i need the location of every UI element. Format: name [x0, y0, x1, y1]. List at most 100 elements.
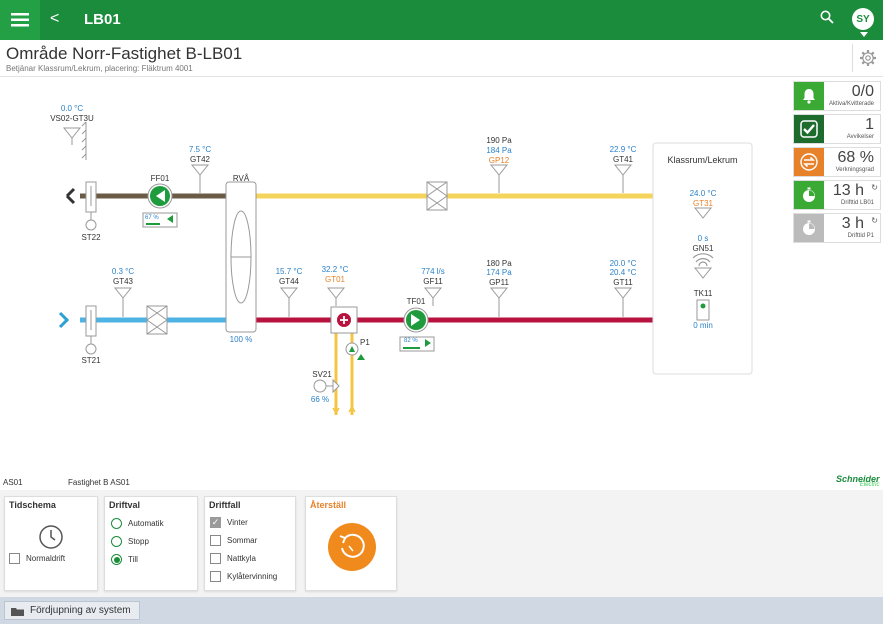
menu-icon [11, 13, 29, 27]
pump-p1 [345, 342, 365, 360]
gf11-flow: 774 l/s [421, 267, 445, 276]
gt42-temp: 7.5 °C [188, 145, 212, 154]
p1-label: P1 [360, 338, 370, 347]
page-subtitle: Betjänar Klassrum/Lekrum, placering: Flä… [6, 64, 193, 73]
tk11-label: TK11 [693, 289, 713, 298]
clock-icon[interactable] [38, 524, 64, 550]
gt44-temp: 15.7 °C [275, 267, 303, 276]
refresh-icon[interactable]: ↻ [871, 183, 878, 192]
gt01-label: GT01 [324, 275, 345, 284]
stat-deviations[interactable]: 1 Avvikelser [793, 114, 881, 144]
tk11-value: 0 min [693, 321, 713, 330]
sv21-value: 66 % [310, 395, 330, 404]
gt11-temp: 20.4 °C [609, 268, 637, 277]
exchange-icon [794, 148, 824, 176]
radio-icon [111, 536, 122, 547]
stat-runtime-p1[interactable]: 3 h ↻ Drifttid P1 [793, 213, 881, 243]
driftfall-title: Driftfall [209, 500, 241, 510]
gt31-label: GT31 [692, 199, 713, 208]
gt44-label: GT44 [278, 277, 299, 286]
driftval-automatik-radio[interactable]: Automatik [111, 518, 164, 529]
gn51-value: 0 s [697, 234, 709, 243]
gp11-value: 174 Pa [486, 268, 512, 277]
gt41-label: GT41 [612, 155, 633, 164]
driftfall-nattkyla-checkbox[interactable]: Nattkyla [210, 553, 256, 564]
intake-arrow-icon [58, 311, 70, 329]
checkmark-icon: ✓ [210, 517, 221, 528]
stat-efficiency[interactable]: 68 % Verkningsgrad [793, 147, 881, 177]
filter-extract [426, 181, 448, 211]
gt42-label: GT42 [189, 155, 210, 164]
damper-st22 [85, 181, 97, 231]
gt43-label: GT43 [112, 277, 133, 286]
settings-button[interactable] [852, 44, 883, 72]
back-button[interactable]: < [50, 10, 60, 27]
gp12-setpoint: 190 Pa [486, 136, 512, 145]
top-title: LB01 [84, 11, 121, 28]
rva-efficiency: 100 % [229, 335, 253, 344]
header-divider [0, 76, 883, 77]
gf11-label: GF11 [423, 277, 443, 286]
gp12-label: GP12 [488, 156, 510, 165]
gp12-value: 184 Pa [486, 146, 512, 155]
gt11-label: GT11 [613, 278, 633, 287]
reset-button[interactable] [327, 522, 377, 572]
fan-tf01 [403, 307, 429, 333]
driftfall-sommar-checkbox[interactable]: Sommar [210, 535, 257, 546]
gp11-setpoint: 180 Pa [486, 259, 512, 268]
driftfall-vinter-checkbox[interactable]: ✓Vinter [210, 517, 248, 528]
speed-indicator-tf01 [399, 336, 435, 352]
driftval-stopp-radio[interactable]: Stopp [111, 536, 149, 547]
fan-ff01 [147, 183, 173, 209]
driftfall-kylatervinning-checkbox[interactable]: Kylåtervinning [210, 571, 277, 582]
filter-supply [146, 305, 168, 335]
gt41-temp: 22.9 °C [609, 145, 637, 154]
card-driftfall: Driftfall ✓Vinter Sommar Nattkyla Kylåte… [204, 496, 296, 591]
valve-sv21 [313, 378, 340, 394]
top-bar [0, 0, 883, 40]
checkbox-icon [210, 535, 221, 546]
exhaust-arrow-icon [65, 187, 76, 205]
vs02-temp: 0.0 °C [60, 104, 84, 113]
radio-selected-icon [111, 554, 122, 565]
bottom-bar [0, 597, 883, 624]
gp11-label: GP11 [489, 278, 509, 287]
card-aterstall: Återställ [305, 496, 397, 591]
check-icon [794, 115, 824, 143]
aterstall-title: Återställ [310, 500, 347, 510]
wifi-icon [692, 253, 714, 267]
normaldrift-checkbox[interactable]: Normaldrift [9, 553, 65, 564]
timer-icon [794, 214, 824, 242]
checkbox-icon [9, 553, 20, 564]
reset-icon [339, 533, 365, 558]
vs02-label: VS02-GT3U [50, 114, 94, 123]
user-avatar[interactable]: SY [852, 8, 874, 30]
gt11-setpoint: 20.0 °C [609, 259, 637, 268]
driftval-title: Driftval [109, 500, 141, 510]
tf01-speed: 82 % [404, 338, 418, 344]
page-title: Område Norr-Fastighet B-LB01 [6, 44, 243, 63]
search-button[interactable] [820, 10, 834, 29]
checkbox-icon [210, 553, 221, 564]
sv21-label: SV21 [312, 370, 332, 379]
ff01-speed: 67 % [145, 215, 159, 221]
timer-icon [794, 181, 824, 209]
system-details-button[interactable]: Fördjupning av system [4, 601, 140, 620]
stat-runtime-lb01[interactable]: 13 h ↻ Drifttid LB01 [793, 180, 881, 210]
controller-id: AS01 [3, 478, 23, 487]
checkbox-icon [210, 571, 221, 582]
ff01-label: FF01 [150, 174, 170, 183]
refresh-icon[interactable]: ↻ [871, 216, 878, 225]
tf01-label: TF01 [406, 297, 426, 306]
stat-alarms[interactable]: 0/0 Aktiva/Kvitterade [793, 81, 881, 111]
gt31-temp: 24.0 °C [689, 189, 717, 198]
rva-label: RVÅ [232, 174, 250, 183]
card-driftval: Driftval Automatik Stopp Till [104, 496, 198, 591]
bell-icon [794, 82, 824, 110]
chevron-down-icon [860, 32, 868, 37]
hamburger-menu-button[interactable] [0, 0, 40, 40]
gn51-label: GN51 [692, 244, 714, 253]
driftval-till-radio[interactable]: Till [111, 554, 138, 565]
search-icon [820, 10, 834, 24]
